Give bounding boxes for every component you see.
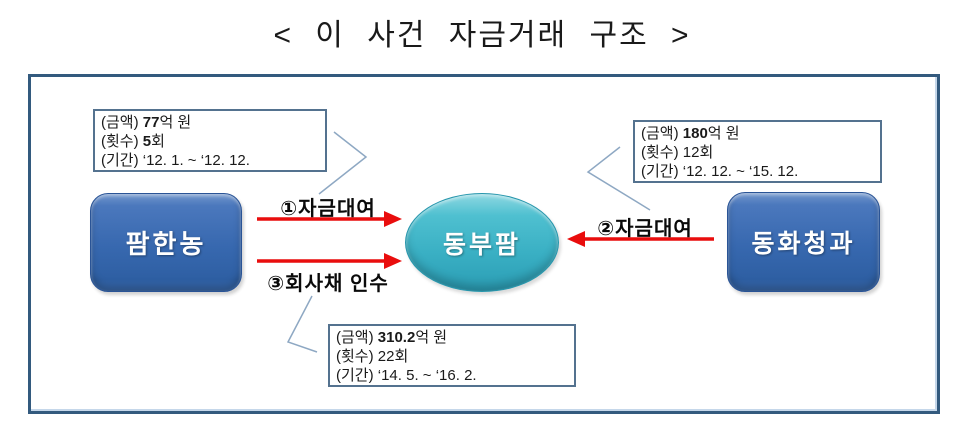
amount-label: (금액): [336, 329, 378, 346]
node-label: 팜한농: [125, 229, 207, 259]
period-label: (기간) ‘12. 12. ~ ‘15. 12.: [641, 163, 799, 180]
amount-label: (금액): [641, 125, 683, 142]
period-label: (기간) ‘14. 5. ~ ‘16. 2.: [336, 367, 477, 384]
callout-line-amount: (금액) 310.2억 원: [336, 328, 568, 347]
amount-label: (금액): [101, 114, 143, 131]
flow2-label: ②자금대여: [597, 218, 693, 240]
callout-flow1-details: (금액) 77억 원 (횟수) 5회 (기간) ‘12. 1. ~ ‘12. 1…: [93, 109, 327, 172]
amount-unit: 억 원: [159, 114, 192, 131]
amount-unit: 억 원: [415, 329, 448, 346]
amount-value: 310.2: [377, 329, 416, 346]
callout-line-period: (기간) ‘12. 12. ~ ‘15. 12.: [641, 162, 874, 181]
node-label: 동부팜: [442, 230, 521, 259]
callout-line-amount: (금액) 180억 원: [641, 124, 874, 143]
amount-value: 77: [142, 114, 160, 131]
count-label: (횟수) 22회: [336, 348, 409, 365]
count-unit: 회: [151, 133, 165, 150]
callout-flow2-details: (금액) 180억 원 (횟수) 12회 (기간) ‘12. 12. ~ ‘15…: [633, 120, 882, 183]
callout-line-period: (기간) ‘12. 1. ~ ‘12. 12.: [101, 151, 319, 170]
count-label: (횟수) 12회: [641, 144, 714, 161]
callout-line-amount: (금액) 77억 원: [101, 113, 319, 132]
amount-value: 180: [682, 125, 708, 142]
flow3-label: ③회사채 인수: [267, 273, 389, 295]
callout-line-count: (횟수) 22회: [336, 347, 568, 366]
callout-flow3-details: (금액) 310.2억 원 (횟수) 22회 (기간) ‘14. 5. ~ ‘1…: [328, 324, 576, 387]
period-label: (기간) ‘12. 1. ~ ‘12. 12.: [101, 152, 250, 169]
flow1-label: ①자금대여: [280, 198, 376, 220]
amount-unit: 억 원: [707, 125, 740, 142]
count-label: (횟수): [101, 133, 143, 150]
callout-line-count: (횟수) 12회: [641, 143, 874, 162]
callout-line-period: (기간) ‘14. 5. ~ ‘16. 2.: [336, 366, 568, 385]
node-donghwacheonggwa: 동화청과: [727, 192, 880, 292]
count-value: 5: [142, 133, 152, 150]
node-label: 동화청과: [751, 230, 856, 258]
node-farmhannong: 팜한농: [90, 193, 242, 292]
diagram-title: < 이 사건 자금거래 구조 >: [273, 19, 691, 52]
node-dongbufarm: 동부팜: [405, 193, 559, 292]
callout-line-count: (횟수) 5회: [101, 132, 319, 151]
